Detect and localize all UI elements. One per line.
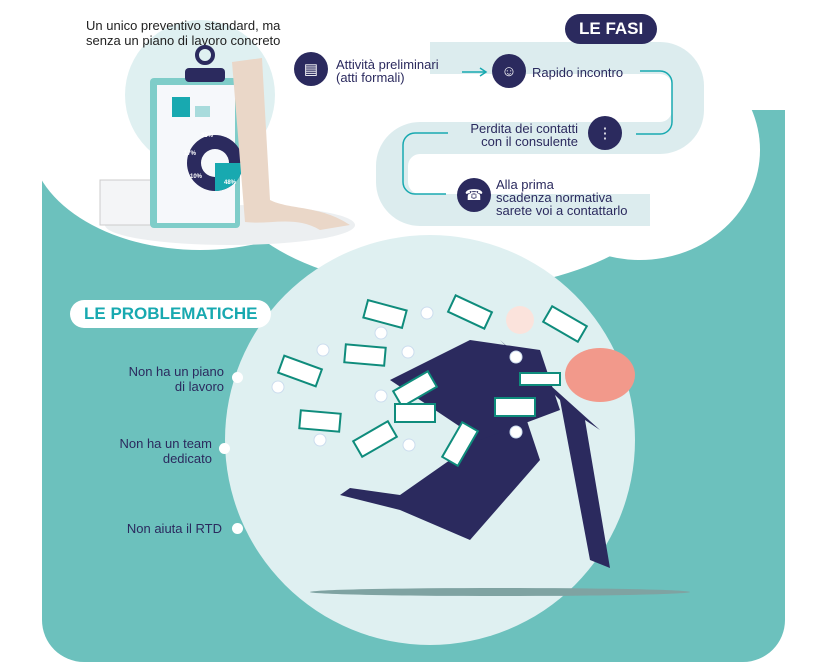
phase-step-1: Attività preliminari (atti formali) — [336, 58, 439, 84]
people-apart-icon: ⋮ — [588, 116, 622, 150]
problems-title: LE PROBLEMATICHE — [70, 300, 272, 328]
phase-step-label: Rapido incontro — [532, 65, 624, 80]
problem-label: Non aiuta il RTD — [126, 521, 222, 536]
intro-text: Un unico preventivo standard, ma senza u… — [86, 18, 281, 48]
chart-label: 48% — [224, 180, 237, 186]
scene-circle — [225, 235, 635, 645]
receipt-icon — [232, 58, 350, 230]
phase-step-label: Attività preliminari — [336, 57, 439, 72]
problem-item-3: Non aiuta il RTD — [62, 521, 222, 536]
flying-banknotes — [276, 294, 589, 468]
piggy-bank-icon — [565, 348, 635, 402]
coins — [271, 306, 523, 452]
problem-bullet — [219, 443, 230, 454]
problem-bullet — [232, 372, 243, 383]
phases-title: LE FASI — [565, 14, 658, 44]
phase-arrows — [402, 67, 673, 195]
phase-step-label: scadenza normativa — [496, 190, 613, 205]
phase-step-2: Rapido incontro — [532, 66, 623, 79]
phase-step-label: Alla prima — [496, 177, 554, 192]
problem-item-2: Non ha un team dedicato — [52, 436, 212, 466]
ground-shadow — [310, 588, 690, 596]
chart-label: 17% — [184, 151, 197, 157]
phase-step-3: Perdita dei contatti con il consulente — [455, 122, 578, 148]
problem-label: Non ha un piano — [128, 364, 224, 379]
phase-step-4: Alla prima scadenza normativa sarete voi… — [496, 178, 628, 217]
phase-step-label: (atti formali) — [336, 70, 405, 85]
chart-label: 10% — [190, 174, 203, 180]
problem-label: di lavoro — [174, 379, 224, 394]
problem-bullet — [232, 523, 243, 534]
document-icon: ▤ — [294, 52, 328, 86]
phases-path — [376, 42, 704, 226]
phone-icon: ☎ — [457, 178, 491, 212]
problem-label: Non ha un team — [119, 436, 212, 451]
phase-step-label: sarete voi a contattarlo — [496, 203, 628, 218]
phase-step-label: con il consulente — [481, 134, 578, 149]
chart-label: 35% — [201, 133, 214, 139]
meeting-icon: ☺ — [492, 54, 526, 88]
problem-item-1: Non ha un piano di lavoro — [64, 364, 224, 394]
problem-label: dedicato — [162, 451, 212, 466]
phase-step-label: Perdita dei contatti — [470, 121, 578, 136]
clipboard-icon — [150, 45, 243, 228]
